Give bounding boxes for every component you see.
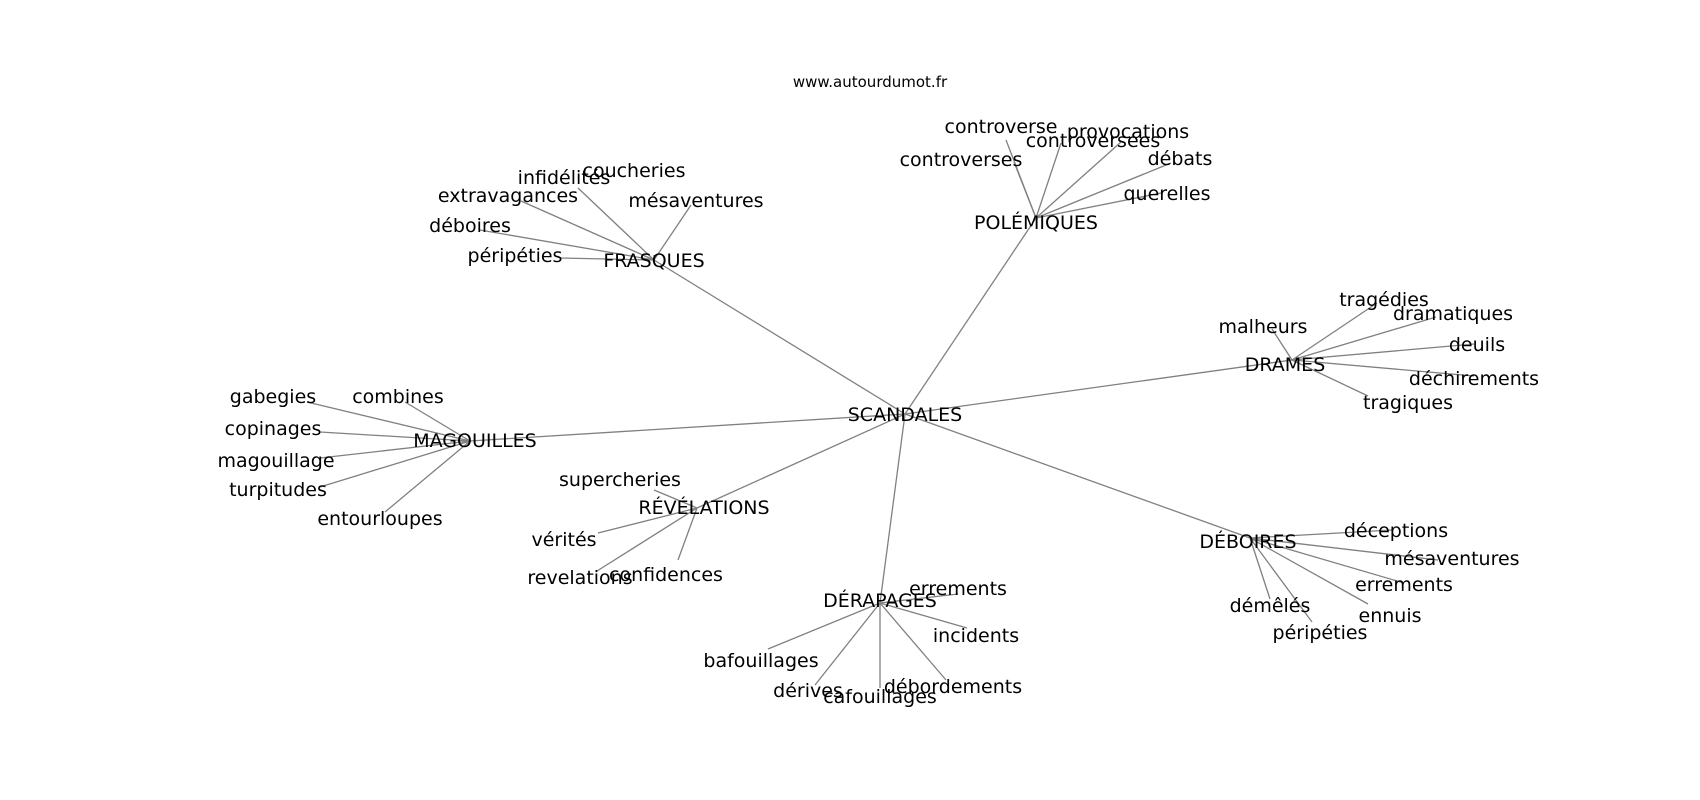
leaf-node: coucheries bbox=[583, 160, 686, 182]
edge-root-3 bbox=[469, 413, 906, 442]
leaf-node: combines bbox=[352, 386, 444, 408]
leaf-node: démêlés bbox=[1230, 595, 1311, 617]
branch-node: RÉVÉLATIONS bbox=[638, 496, 769, 519]
leaf-node: querelles bbox=[1123, 183, 1210, 205]
edge-branch-3-1 bbox=[404, 401, 471, 442]
edge-branch-0-1 bbox=[577, 187, 655, 261]
edge-root-5 bbox=[879, 413, 906, 604]
leaf-node: péripéties bbox=[468, 245, 563, 267]
edge-root-2 bbox=[904, 359, 1293, 415]
branch-node: DÉRAPAGES bbox=[823, 589, 937, 612]
edge-branch-2-2 bbox=[1291, 316, 1437, 361]
edge-branch-6-4 bbox=[1249, 537, 1271, 600]
leaf-node: dérives bbox=[773, 680, 843, 702]
leaf-node: ennuis bbox=[1359, 605, 1422, 627]
leaf-node: magouillage bbox=[217, 450, 334, 472]
leaf-node: errements bbox=[909, 578, 1007, 600]
root-node: SCANDALES bbox=[848, 404, 962, 426]
edge-branch-6-0 bbox=[1249, 529, 1393, 539]
branch-node: FRASQUES bbox=[603, 250, 704, 272]
edge-branch-2-0 bbox=[1291, 302, 1378, 361]
leaf-node: déboires bbox=[429, 215, 511, 237]
leaf-node: malheurs bbox=[1219, 316, 1308, 338]
leaf-node: mésaventures bbox=[1384, 548, 1519, 570]
edges bbox=[306, 139, 1475, 688]
edge-branch-4-0 bbox=[653, 489, 698, 509]
leaf-node: deuils bbox=[1449, 334, 1505, 356]
edge-branch-5-3 bbox=[814, 602, 881, 686]
edge-branch-3-4 bbox=[319, 440, 471, 488]
leaf-node: péripéties bbox=[1273, 622, 1368, 644]
leaf-node: controverse bbox=[945, 116, 1058, 138]
edge-root-1 bbox=[904, 217, 1037, 415]
leaf-node: supercheries bbox=[559, 469, 681, 491]
leaf-node: controversées bbox=[1026, 130, 1161, 152]
leaf-node: tragiques bbox=[1363, 392, 1453, 414]
leaf-node: errements bbox=[1355, 574, 1453, 596]
leaf-node: copinages bbox=[225, 418, 322, 440]
branch-node: DRAMES bbox=[1245, 354, 1326, 376]
edge-branch-1-2 bbox=[1035, 142, 1062, 219]
edge-root-4 bbox=[696, 413, 906, 509]
leaf-node: dramatiques bbox=[1393, 303, 1513, 325]
leaf-node: confidences bbox=[609, 564, 723, 586]
edge-branch-0-5 bbox=[653, 204, 692, 261]
edge-branch-2-3 bbox=[1291, 343, 1475, 361]
leaf-node: provocations bbox=[1067, 121, 1189, 143]
leaf-node: débats bbox=[1148, 148, 1213, 170]
edge-branch-0-2 bbox=[520, 200, 655, 261]
edge-branch-6-5 bbox=[1249, 537, 1313, 623]
leaf-node: déceptions bbox=[1344, 520, 1448, 542]
edge-branch-0-3 bbox=[479, 229, 655, 261]
edge-branch-5-0 bbox=[879, 593, 959, 604]
edge-branch-4-1 bbox=[597, 507, 698, 534]
leaf-node: infidélités bbox=[518, 167, 611, 189]
edge-branch-0-4 bbox=[559, 257, 655, 261]
edge-branch-3-5 bbox=[384, 440, 471, 513]
edge-branch-6-2 bbox=[1249, 537, 1405, 584]
edge-branch-2-4 bbox=[1291, 359, 1475, 377]
edge-branch-1-3 bbox=[1035, 141, 1122, 219]
labels: www.autourdumot.fr SCANDALES FRASQUES couc… bbox=[217, 73, 1539, 708]
edge-branch-5-2 bbox=[767, 602, 881, 650]
edge-branch-2-1 bbox=[1271, 328, 1293, 361]
leaf-node: mésaventures bbox=[628, 190, 763, 212]
edge-branch-3-2 bbox=[319, 431, 471, 442]
leaf-node: controverses bbox=[900, 149, 1023, 171]
edge-branch-5-5 bbox=[879, 602, 947, 681]
leaf-node: bafouillages bbox=[703, 650, 818, 672]
edge-branch-6-1 bbox=[1249, 537, 1439, 561]
leaf-node: revelations bbox=[527, 567, 632, 589]
leaf-node: tragédies bbox=[1339, 289, 1429, 311]
edge-branch-1-1 bbox=[1013, 161, 1037, 219]
edge-branch-1-4 bbox=[1035, 162, 1172, 219]
leaf-node: entourloupes bbox=[317, 508, 442, 530]
leaf-node: extravagances bbox=[438, 185, 578, 207]
edge-branch-4-2 bbox=[596, 507, 698, 572]
edge-root-0 bbox=[653, 259, 906, 415]
edge-branch-6-3 bbox=[1249, 537, 1369, 605]
branch-node: POLÉMIQUES bbox=[974, 211, 1098, 234]
edge-branch-3-3 bbox=[319, 440, 471, 459]
edge-branch-5-1 bbox=[879, 602, 968, 629]
edge-root-6 bbox=[904, 413, 1251, 539]
site-url: www.autourdumot.fr bbox=[793, 73, 948, 91]
leaf-node: débordements bbox=[884, 676, 1022, 698]
leaf-node: incidents bbox=[933, 625, 1019, 647]
edge-branch-2-5 bbox=[1291, 359, 1369, 397]
edge-branch-4-3 bbox=[677, 507, 698, 561]
leaf-node: cafouillages bbox=[823, 686, 937, 708]
branch-node: MAGOUILLES bbox=[413, 430, 536, 452]
leaf-node: gabegies bbox=[230, 386, 316, 408]
leaf-node: turpitudes bbox=[229, 479, 327, 501]
leaf-node: vérités bbox=[531, 529, 596, 551]
edge-branch-1-5 bbox=[1035, 192, 1162, 219]
leaf-node: déchirements bbox=[1409, 368, 1539, 390]
branch-node: DÉBOIRES bbox=[1199, 530, 1296, 553]
edge-branch-3-0 bbox=[306, 401, 471, 442]
